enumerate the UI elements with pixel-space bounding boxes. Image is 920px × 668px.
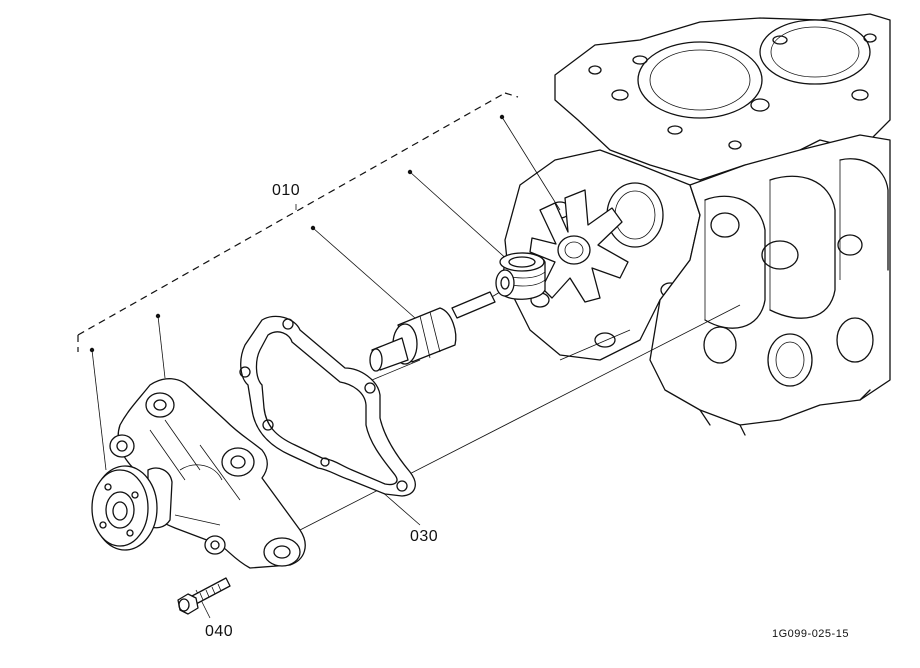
mechanical-seal [495, 252, 546, 300]
callout-030: 030 [410, 528, 439, 545]
gasket [239, 315, 416, 497]
water-pump-body [91, 378, 306, 569]
callout-010: 010 [272, 182, 301, 199]
drawing-code: 1G099-025-15 [772, 628, 849, 640]
bolt [177, 577, 231, 615]
shaft-bearing [369, 291, 496, 372]
callout-040: 040 [205, 623, 234, 640]
leader-lines [89, 114, 741, 619]
assembly-bracket [77, 92, 519, 352]
impeller [529, 189, 629, 303]
